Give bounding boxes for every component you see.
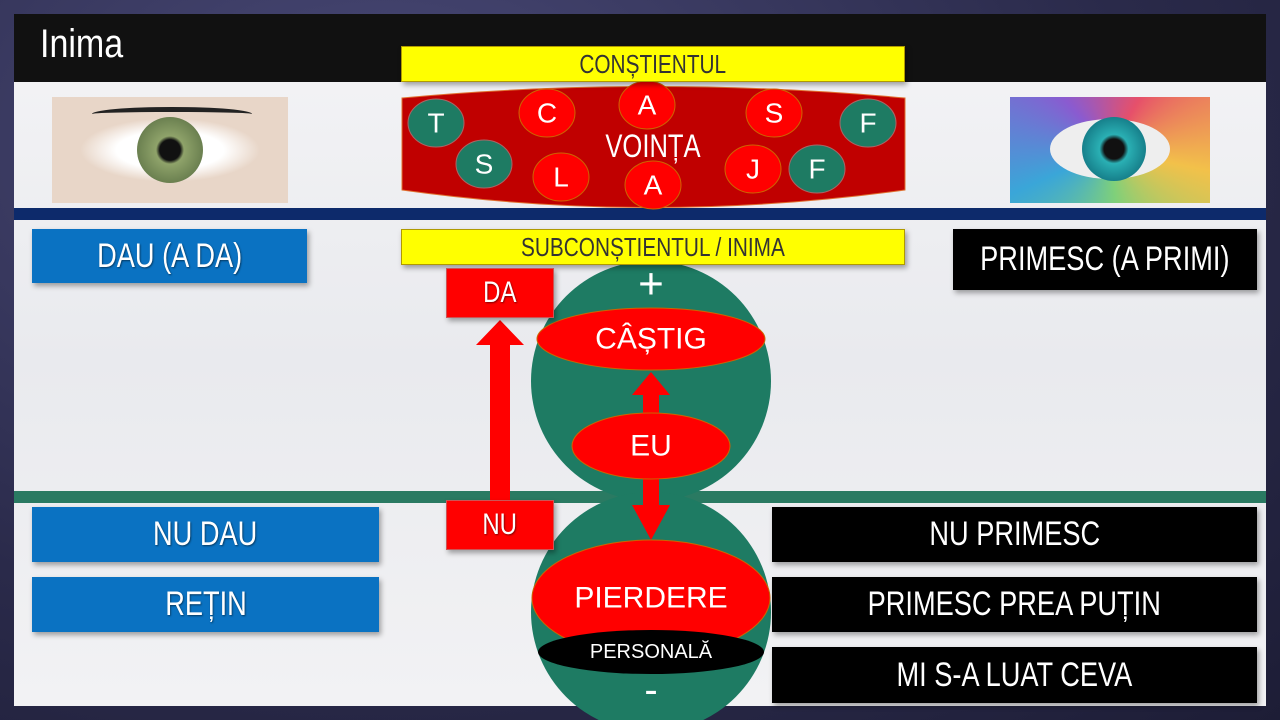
vointa-label: VOINȚA — [605, 129, 701, 164]
castig-label: CÂȘTIG — [595, 323, 707, 356]
letter-circle — [532, 152, 590, 202]
letter-circle — [455, 139, 513, 189]
dau-box: DAU (A DA) — [32, 229, 307, 283]
letter-label: C — [537, 98, 557, 129]
eu-ellipse — [571, 412, 731, 480]
up-arrow-nu-to-da — [476, 320, 524, 500]
primesc-box: PRIMESC (A PRIMI) — [953, 229, 1257, 290]
primesc-prea-putin-box: PRIMESC PREA PUȚIN — [772, 577, 1257, 632]
letter-circle — [839, 98, 897, 148]
letter-label: L — [553, 162, 569, 193]
constient-label: CONȘTIENTUL — [401, 46, 905, 82]
letter-label: T — [427, 108, 444, 139]
plus-sign: + — [638, 260, 664, 309]
castig-ellipse — [536, 307, 766, 371]
letter-circle — [624, 160, 682, 210]
letter-label: S — [765, 98, 784, 129]
letter-circle — [745, 88, 803, 138]
slide-title: Inima — [40, 22, 124, 66]
nu-dau-box: NU DAU — [32, 507, 379, 562]
letter-circle — [788, 144, 846, 194]
nu-box: NU — [446, 500, 554, 550]
letter-circle — [407, 98, 465, 148]
up-arrow-eu-to-castig — [632, 372, 670, 415]
letter-label: F — [859, 108, 876, 139]
eu-label: EU — [630, 430, 672, 463]
nu-primesc-box: NU PRIMESC — [772, 507, 1257, 562]
personala-label: PERSONALĂ — [590, 640, 713, 663]
down-arrow-eu-to-pierdere — [632, 476, 670, 540]
pierdere-label: PIERDERE — [574, 582, 727, 615]
natural-eye-image — [52, 97, 288, 203]
letter-label: A — [644, 170, 663, 201]
mi-s-a-luat-ceva-box: MI S-A LUAT CEVA — [772, 647, 1257, 703]
subconstient-label: SUBCONȘTIENTUL / INIMA — [401, 229, 905, 265]
letter-label: S — [475, 149, 494, 180]
letter-circles: T S C L A A S J F F — [407, 80, 897, 210]
retin-box: REȚIN — [32, 577, 379, 632]
letter-label: F — [808, 154, 825, 185]
letter-label: A — [638, 90, 657, 121]
minus-sign: - — [644, 668, 657, 712]
letter-circle — [724, 144, 782, 194]
personala-ellipse — [538, 630, 764, 674]
colorful-eye-image — [1010, 97, 1210, 203]
conscious-divider-line — [14, 208, 1266, 220]
letter-label: J — [746, 154, 760, 185]
letter-circle — [518, 88, 576, 138]
da-box: DA — [446, 268, 554, 318]
